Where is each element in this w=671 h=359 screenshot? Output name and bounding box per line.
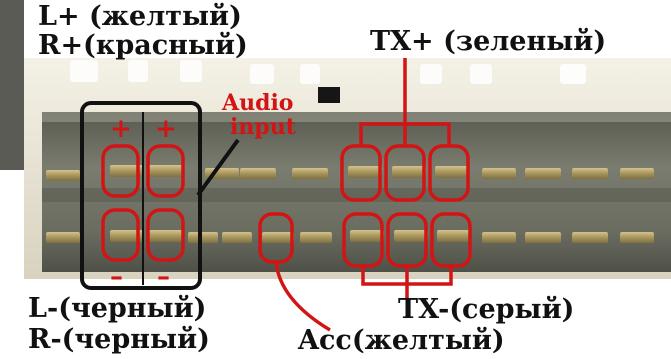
label-tx-minus: TX-(серый) [398,294,575,325]
pin-outline-r-plus [146,144,185,198]
audio-pointer-line [196,138,240,197]
photo-left-edge [0,0,24,170]
label-tx-plus: TX+ (зеленый) [370,26,607,57]
label-r-plus: R+(красный) [38,30,248,61]
connector-ridges [70,60,586,84]
bottom-label-panel [0,279,671,359]
label-acc: Acc(желтый) [298,325,505,356]
label-l-minus: L-(черный) [28,293,207,324]
label-l-plus: L+ (желтый) [38,1,242,32]
minus-sign-left: – [110,262,123,292]
label-r-minus: R-(черный) [28,324,210,355]
acc-pointer-line [274,261,331,332]
minus-sign-right: – [157,262,170,292]
pin-outline-l-minus [101,208,140,262]
pin-outline-r-minus [146,208,185,262]
tx-minus-bracket [361,266,453,300]
label-input: input [230,114,296,140]
tx-plus-bracket [359,58,451,146]
label-audio: Audio [222,90,294,116]
top-label-panel [24,0,671,58]
plus-sign-right: + [155,114,177,144]
red-annotations [101,58,472,332]
connector-latch [318,87,340,103]
pin-row-bottom [46,230,654,243]
pin-outline-l-plus [101,144,140,198]
plus-sign-left: + [110,114,132,144]
pin-row-top [46,165,654,181]
